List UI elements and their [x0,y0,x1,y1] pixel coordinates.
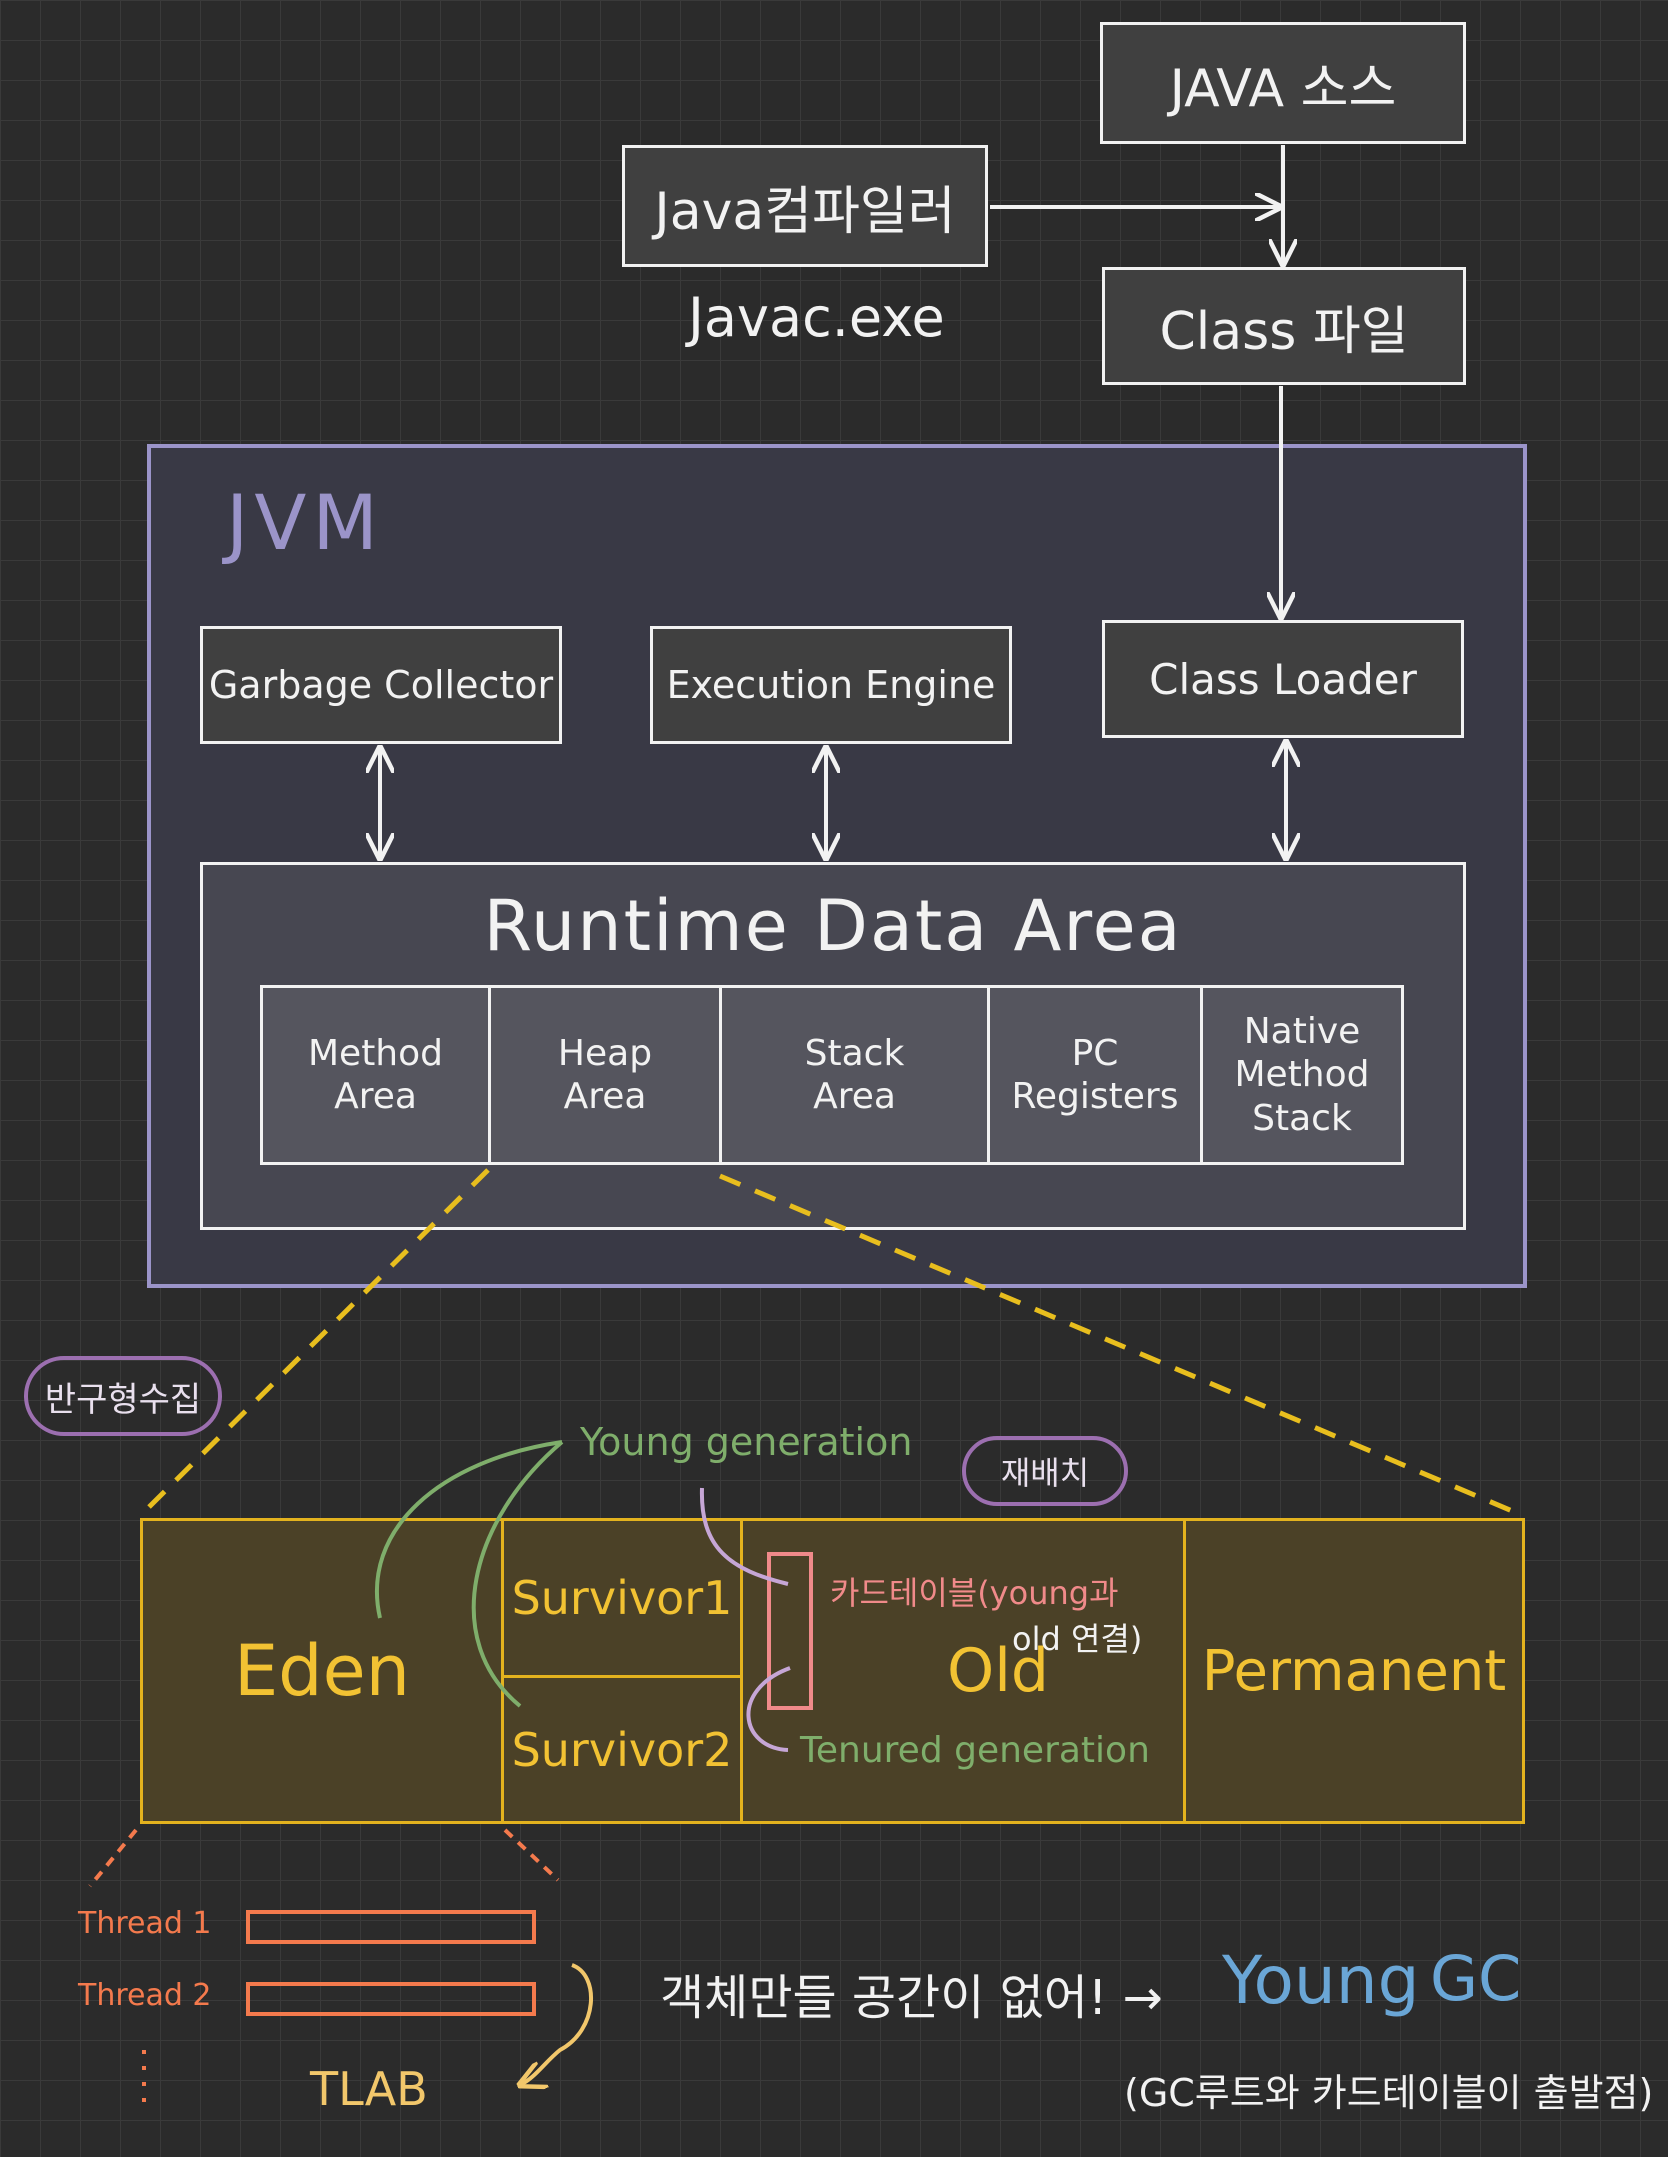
thread2-buffer [246,1982,536,2016]
tlab-expand-right [503,1828,560,1882]
young-gc-gc: GC [1430,1942,1522,2015]
tenured-generation-label: Tenured generation [800,1730,1150,1771]
survivor2-label: Survivor2 [511,1722,733,1777]
method-area: Method Area [263,988,491,1162]
no-space-note: 객체만들 공간이 없어! → [660,1970,1163,2026]
permanent-label: Permanent [1201,1638,1507,1704]
class-file-box: Class 파일 [1102,267,1466,385]
old-region: Old [740,1518,1186,1824]
java-source-box: JAVA 소스 [1100,22,1466,144]
gc-root-note: (GC루트와 카드테이블이 출발점) [1124,2071,1654,2115]
card-table-label-line1: 카드테이블(young과 [830,1574,1119,1612]
java-compiler-label: Java컴파일러 [654,181,956,242]
survivor1-region: Survivor1 [501,1518,743,1678]
memory-areas-row: Method Area Heap Area Stack Area PC Regi… [260,985,1404,1165]
eden-label: Eden [233,1630,411,1712]
thread1-label: Thread 1 [78,1906,212,1941]
survivor1-label: Survivor1 [511,1571,733,1625]
gc-badge-left: 반구형수집 [24,1356,222,1436]
gc-badge-right-label: 재배치 [1000,1454,1090,1492]
class-file-label: Class 파일 [1159,301,1409,362]
execution-engine-box: Execution Engine [650,626,1012,744]
class-loader-label: Class Loader [1149,654,1417,704]
java-compiler-box: Java컴파일러 [622,145,988,267]
card-table-label-line2: old 연결) [1012,1620,1143,1658]
execution-engine-label: Execution Engine [666,663,996,707]
heap-area: Heap Area [491,988,722,1162]
survivor2-region: Survivor2 [501,1675,743,1824]
class-loader-box: Class Loader [1102,620,1464,738]
thread1-buffer [246,1910,536,1944]
runtime-data-area-title: Runtime Data Area [483,885,1183,967]
gc-badge-left-label: 반구형수집 [44,1379,202,1420]
young-generation-label: Young generation [580,1420,913,1464]
permanent-region: Permanent [1183,1518,1525,1824]
garbage-collector-box: Garbage Collector [200,626,562,744]
tlab-label: TLAB [310,2062,428,2116]
tlab-expand-left [88,1828,138,1888]
old-label: Old [947,1636,1049,1706]
eden-region: Eden [140,1518,504,1824]
java-source-label: JAVA 소스 [1169,58,1397,119]
gc-badge-right: 재배치 [962,1436,1128,1506]
pc-registers: PC Registers [990,988,1203,1162]
thread2-label: Thread 2 [78,1978,212,2013]
javac-label: Javac.exe [688,286,945,349]
stack-area: Stack Area [722,988,990,1162]
garbage-collector-label: Garbage Collector [208,663,554,707]
native-method-stack: Native Method Stack [1203,988,1401,1162]
jvm-title: JVM [226,478,384,567]
card-table-block [767,1552,813,1710]
young-gc-young: Young [1222,1942,1420,2019]
